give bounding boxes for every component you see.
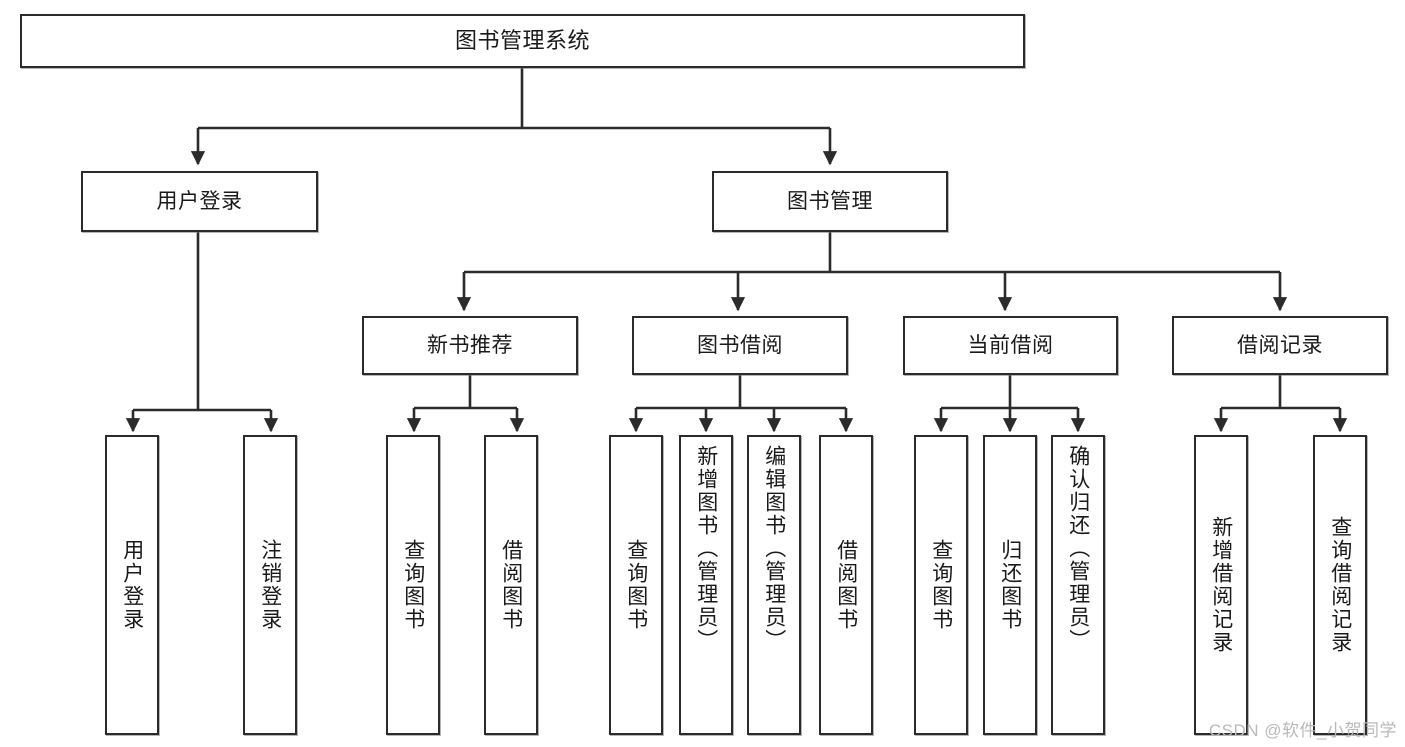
- node-root-book-management-system[interactable]: 图书管理系统: [20, 14, 1025, 68]
- node-label: 图书管理系统: [454, 27, 590, 53]
- node-label: 查询图书: [401, 539, 425, 631]
- node-label: 新书推荐: [427, 333, 513, 357]
- node-current-borrow[interactable]: 当前借阅: [903, 316, 1118, 375]
- leaf-new-book-borrow-book[interactable]: 借阅图书: [484, 435, 538, 735]
- node-label: 当前借阅: [967, 333, 1054, 357]
- node-label: 新增借阅记录: [1209, 516, 1233, 654]
- node-borrow-record[interactable]: 借阅记录: [1172, 316, 1388, 375]
- leaf-book-borrow-borrow-book[interactable]: 借阅图书: [819, 435, 873, 735]
- leaf-user-login-logout[interactable]: 注销登录: [243, 435, 297, 735]
- node-label: 注销登录: [258, 539, 282, 631]
- leaf-new-book-query-book[interactable]: 查询图书: [386, 435, 440, 735]
- leaf-current-borrow-confirm-return-admin[interactable]: 确认归还（管理员）: [1051, 435, 1105, 735]
- node-label: 用户登录: [120, 539, 144, 631]
- leaf-book-borrow-add-book-admin[interactable]: 新增图书（管理员）: [679, 435, 733, 735]
- leaf-current-borrow-return-book[interactable]: 归还图书: [983, 435, 1037, 735]
- leaf-user-login-login[interactable]: 用户登录: [105, 435, 159, 735]
- node-label: 借阅图书: [834, 539, 858, 631]
- node-new-book-recommend[interactable]: 新书推荐: [362, 316, 578, 375]
- csdn-watermark: CSDN @软件_小贺同学: [1208, 721, 1397, 740]
- leaf-current-borrow-query-book[interactable]: 查询图书: [914, 435, 968, 735]
- node-label: 用户登录: [156, 189, 243, 213]
- node-label: 图书管理: [787, 189, 873, 213]
- leaf-borrow-record-add-record[interactable]: 新增借阅记录: [1194, 435, 1248, 735]
- node-label: 确认归还（管理员）: [1066, 445, 1090, 652]
- node-label: 借阅图书: [499, 539, 523, 631]
- node-label: 借阅记录: [1237, 333, 1323, 357]
- leaf-book-borrow-query-book[interactable]: 查询图书: [609, 435, 663, 735]
- node-label: 归还图书: [998, 539, 1022, 631]
- leaf-borrow-record-query-record[interactable]: 查询借阅记录: [1313, 435, 1367, 735]
- node-book-borrow[interactable]: 图书借阅: [632, 316, 848, 375]
- leaf-book-borrow-edit-book-admin[interactable]: 编辑图书（管理员）: [747, 435, 801, 735]
- node-label: 查询图书: [624, 539, 648, 631]
- node-label: 图书借阅: [697, 333, 783, 357]
- node-user-login[interactable]: 用户登录: [81, 171, 318, 232]
- node-book-management[interactable]: 图书管理: [712, 171, 948, 232]
- node-label: 新增图书（管理员）: [694, 445, 718, 652]
- node-label: 编辑图书（管理员）: [762, 445, 786, 652]
- node-label: 查询图书: [929, 539, 953, 631]
- node-label: 查询借阅记录: [1328, 516, 1352, 654]
